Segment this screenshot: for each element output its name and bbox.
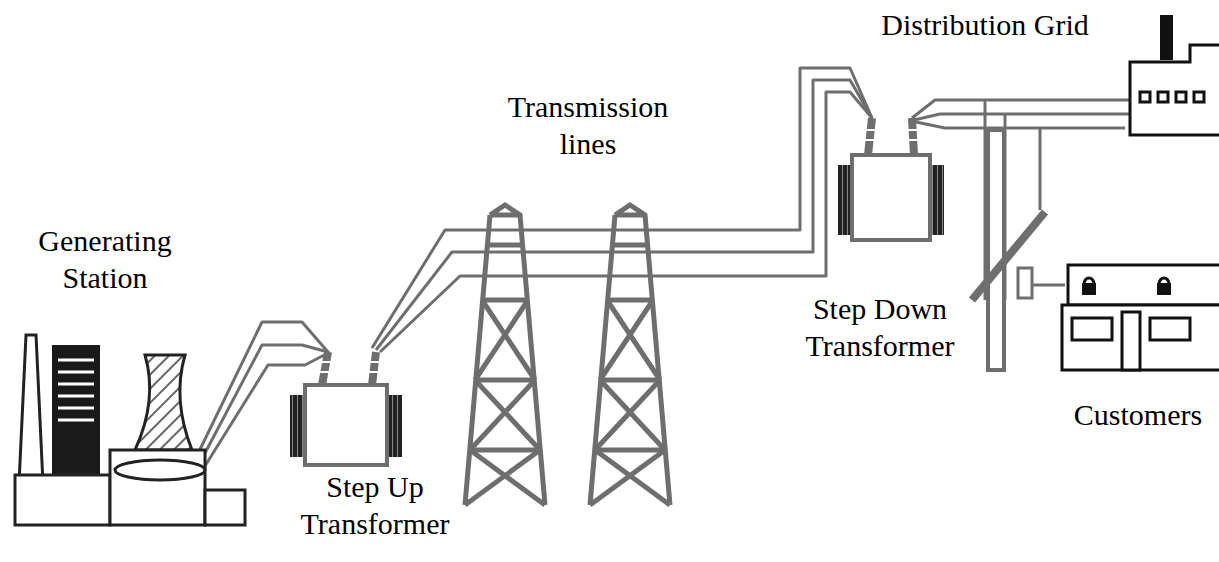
transmission-towers [465, 205, 670, 505]
customer-house [1062, 265, 1219, 370]
grid-label: Distribution Grid [881, 6, 1089, 43]
lines-label: Transmission lines [481, 88, 696, 162]
utility-pole [972, 130, 1045, 370]
step-down-transformer [838, 118, 944, 240]
step-up-label: Step Up Transformer [280, 468, 470, 542]
step-up-transformer [290, 352, 402, 465]
customers-label: Customers [1074, 396, 1202, 433]
generating-station [15, 335, 245, 525]
wires [190, 68, 1219, 474]
step-down-label: Step Down Transformer [780, 290, 980, 364]
station-label: Generating Station [5, 222, 205, 296]
distribution-building [1130, 15, 1219, 135]
